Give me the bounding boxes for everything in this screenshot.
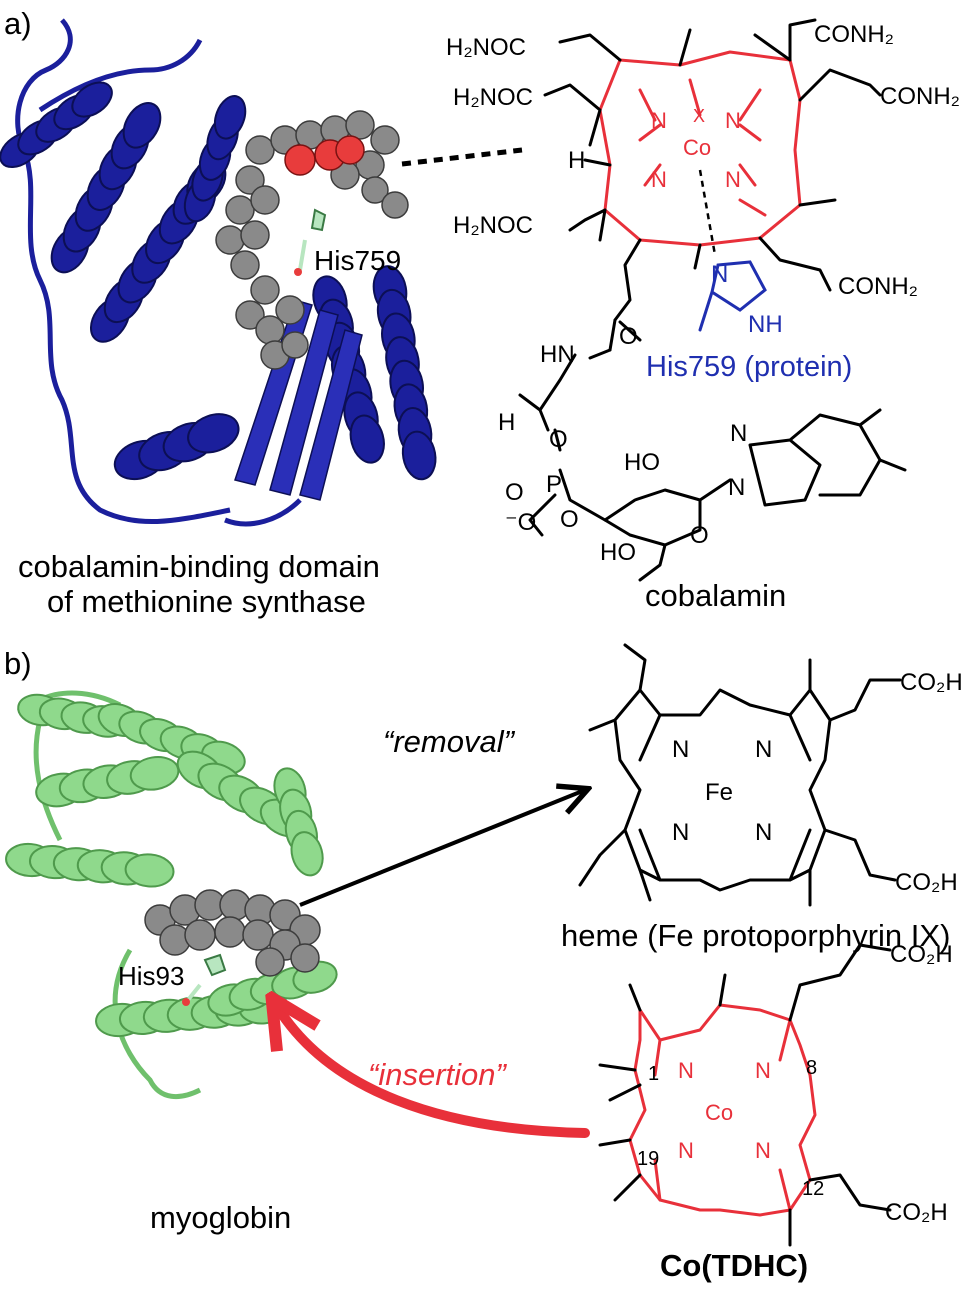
cotdhc-co2h-2: CO₂H (885, 1199, 948, 1226)
removal-label: “removal” (383, 724, 516, 759)
phosphate-o: O (505, 479, 524, 506)
heme-fe: Fe (705, 779, 733, 806)
acetamide-3: H₂NOC (453, 212, 533, 239)
panel-a-label: a) (4, 6, 32, 41)
phosphate-o2: O (560, 506, 579, 533)
myoglobin-protein (5, 690, 338, 1100)
corrin-n4: N (725, 167, 741, 192)
cotdhc-n1: N (678, 1058, 694, 1083)
his759-protein-label: His759 (protein) (646, 351, 852, 383)
position-1-label: 1 (648, 1063, 659, 1085)
cotdhc-co2h-1: CO₂H (890, 941, 953, 968)
removal-arrow (299, 790, 585, 907)
protein-a-caption-line2: of methionine synthase (47, 584, 366, 619)
heme-caption: heme (Fe protoporphyrin IX) (561, 918, 950, 953)
heme-spheres (144, 889, 321, 1006)
cotdhc-substituents (598, 943, 892, 1247)
phosphate-o-minus: ⁻O (505, 509, 536, 536)
position-19-label: 19 (637, 1148, 659, 1170)
phosphorus: P (546, 471, 562, 498)
amide-o: O (619, 323, 638, 350)
corrin-n3: N (651, 167, 667, 192)
ribose-ho2: HO (600, 539, 636, 566)
benzimidazole-n2: N (728, 474, 745, 501)
ribose-o: O (690, 522, 709, 549)
cobalamin-tail (518, 348, 907, 582)
cotdhc-co: Co (705, 1100, 733, 1125)
heme-structure (578, 643, 902, 907)
corrin-n1: N (651, 108, 667, 133)
corrin-x: X (693, 106, 705, 126)
cotdhc-n2: N (755, 1058, 771, 1083)
acetamide-2: H₂NOC (453, 84, 533, 111)
imidazole-n: N (711, 261, 728, 288)
heme-co2h-1: CO₂H (900, 669, 963, 696)
propionamide-3: CONH₂ (838, 273, 918, 300)
ester-o: O (549, 426, 568, 453)
heme-co2h-2: CO₂H (895, 869, 958, 896)
h-atom-a: H (568, 147, 585, 174)
cotdhc-structure (628, 1003, 817, 1217)
imidazole-nh: NH (748, 311, 783, 338)
his93-label: His93 (118, 961, 184, 991)
heme-n3: N (672, 819, 689, 846)
insertion-label: “insertion” (368, 1057, 507, 1092)
cotdhc-n4: N (755, 1138, 771, 1163)
amide-hn: HN (540, 341, 575, 368)
h-atom-b: H (498, 409, 515, 436)
ribose-ho1: HO (624, 449, 660, 476)
benzimidazole-n1: N (730, 420, 747, 447)
cotdhc-caption: Co(TDHC) (660, 1248, 808, 1283)
propionamide-1: CONH₂ (814, 21, 894, 48)
dotted-connector (401, 147, 523, 167)
panel-b-label: b) (4, 646, 32, 681)
cotdhc-n3: N (678, 1138, 694, 1163)
corrin-n2: N (725, 108, 741, 133)
propionamide-2: CONH₂ (880, 83, 960, 110)
cobalamin-substituents (543, 18, 882, 352)
cobalamin-spheres (215, 110, 409, 370)
position-12-label: 12 (802, 1178, 824, 1200)
insertion-arrow (278, 1008, 590, 1138)
methionine-synthase-protein (0, 18, 437, 527)
protein-a-caption-line1: cobalamin-binding domain (18, 549, 380, 584)
heme-n1: N (672, 736, 689, 763)
acetamide-1: H₂NOC (446, 34, 526, 61)
corrin-co: Co (683, 135, 711, 160)
myoglobin-caption: myoglobin (150, 1200, 291, 1235)
heme-n4: N (755, 819, 772, 846)
heme-n2: N (755, 736, 772, 763)
cobalamin-caption: cobalamin (645, 578, 786, 613)
his759-structure-label: His759 (314, 245, 401, 276)
position-8-label: 8 (806, 1057, 817, 1079)
histidine-imidazole (698, 260, 767, 332)
